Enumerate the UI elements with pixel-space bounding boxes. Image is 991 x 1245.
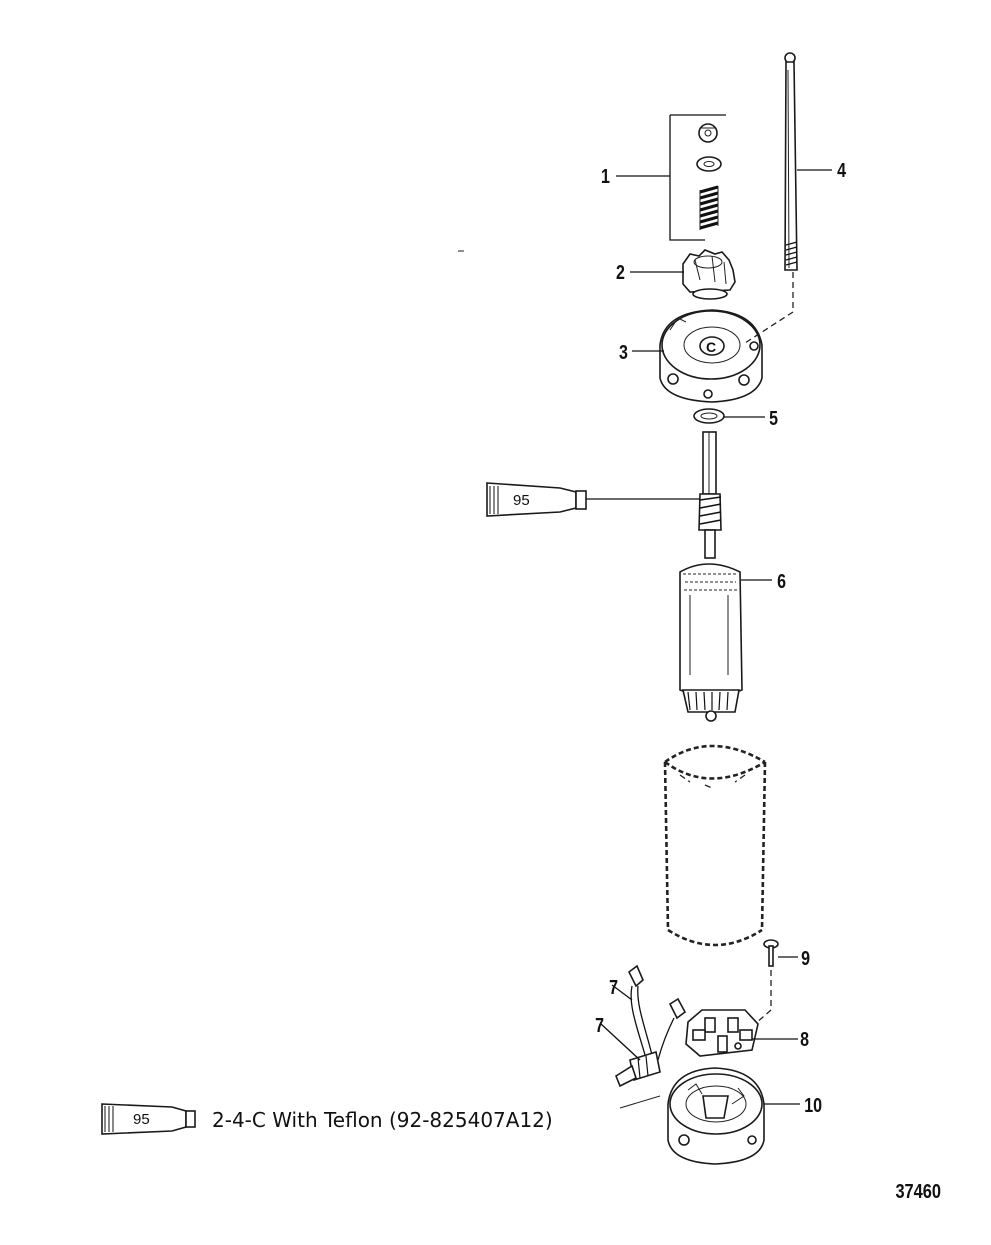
lubricant-tube-icon xyxy=(486,482,700,517)
washer-icon xyxy=(696,156,722,172)
callout-7-lower: 7 xyxy=(595,1014,604,1036)
part-7-leads xyxy=(600,964,687,1109)
part-4-through-bolt xyxy=(744,52,832,344)
e-clip-icon xyxy=(698,123,718,143)
callout-8: 8 xyxy=(800,1028,809,1050)
figure-number: 37460 xyxy=(895,1179,941,1202)
lubricant-tube-label: 95 xyxy=(513,492,530,509)
field-frame-phantom xyxy=(663,744,767,947)
part-3-drive-end-cap: C xyxy=(632,309,763,403)
callout-6: 6 xyxy=(777,570,786,592)
callout-4: 4 xyxy=(837,159,846,181)
callout-5: 5 xyxy=(769,407,778,429)
legend-tube-label: 95 xyxy=(133,1111,150,1128)
callout-10: 10 xyxy=(804,1094,822,1116)
part-5-washer xyxy=(693,408,765,424)
callout-7-upper: 7 xyxy=(609,976,618,998)
spring-icon xyxy=(699,185,719,230)
part-8-brush-holder xyxy=(685,1009,798,1057)
part-6-armature xyxy=(679,431,772,722)
callout-2: 2 xyxy=(616,261,625,283)
callout-1: 1 xyxy=(601,165,610,187)
legend-text: 2-4-C With Teflon (92-825407A12) xyxy=(212,1108,553,1132)
part-2-drive-pinion xyxy=(630,249,736,300)
legend: 95 2-4-C With Teflon (92-825407A12) xyxy=(101,1103,553,1135)
callout-3: 3 xyxy=(619,341,628,363)
legend-tube-icon xyxy=(101,1103,196,1135)
part-9-screw xyxy=(754,939,798,1025)
callout-9: 9 xyxy=(801,947,810,969)
part-1-kit xyxy=(616,114,726,241)
svg-text:C: C xyxy=(706,339,716,355)
part-10-end-cap xyxy=(667,1067,800,1165)
